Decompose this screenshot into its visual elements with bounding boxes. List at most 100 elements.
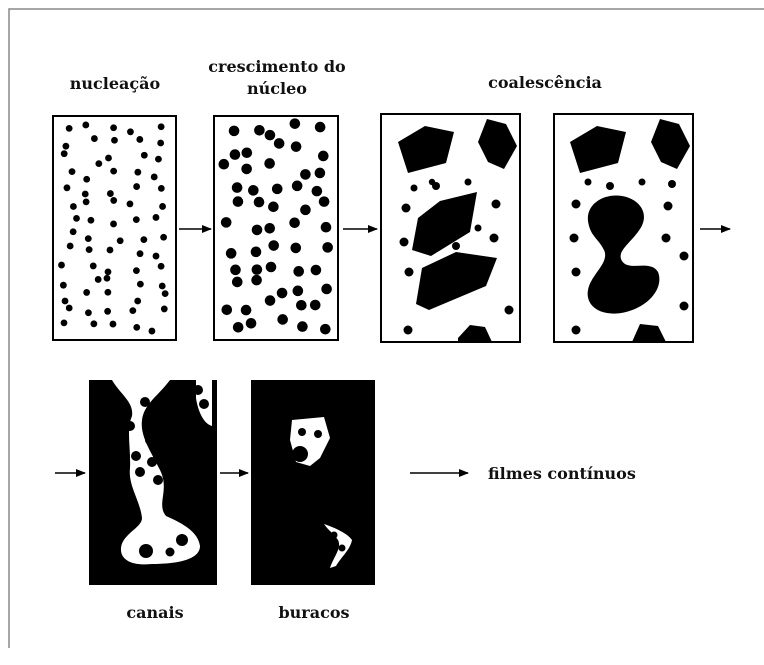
channels-panel [89,380,217,585]
particle-dot [292,446,308,462]
particle-dot [133,216,140,223]
particle-dot [475,225,482,232]
particle-dot [277,288,288,299]
particle-dot [70,203,77,210]
particle-dot [585,179,592,186]
particle-dot [199,399,209,409]
particle-dot [110,321,117,328]
particle-dot [680,302,689,311]
particle-dot [66,305,73,312]
particle-dot [252,264,263,275]
particle-dot [404,326,413,335]
particle-dot [61,319,68,326]
particle-dot [133,267,140,274]
particle-dot [64,184,71,191]
particle-dot [293,286,304,297]
particle-dot [149,328,156,335]
particle-dot [62,298,69,305]
particle-dot [242,147,253,158]
particle-dot [110,168,117,175]
particle-dot [136,136,143,143]
particle-dot [70,228,77,235]
particle-dot [153,475,163,485]
particle-dot [107,190,114,197]
particle-dot [251,247,262,258]
particle-dot [133,183,140,190]
particle-dot [606,182,614,190]
particle-dot [232,182,243,193]
particle-dot [292,181,303,192]
particle-dot [226,248,237,259]
particle-dot [105,155,112,162]
particle-dot [85,235,92,242]
particle-dot [159,283,166,290]
particle-dot [83,198,90,205]
particle-dot [61,150,68,157]
particle-dot [137,250,144,257]
particle-dot [155,156,162,163]
particle-dot [157,140,164,147]
particle-dot [158,263,165,270]
particle-dot [402,204,411,213]
particle-dot [321,222,332,233]
particle-dot [232,277,243,288]
particle-dot [314,430,322,438]
particle-dot [221,304,232,315]
particle-dot [158,123,165,130]
particle-dot [680,252,689,261]
particle-dot [159,203,166,210]
label-channels: canais [100,602,210,623]
particle-dot [95,160,102,167]
particle-dot [254,197,265,208]
particle-dot [176,534,188,546]
particle-dot [290,243,301,254]
particle-dot [490,234,499,243]
particle-dot [125,421,135,431]
particle-dot [161,306,168,313]
particle-dot [300,169,311,180]
particle-dot [141,152,148,159]
particle-dot [107,247,114,254]
particle-dot [137,281,144,288]
particle-dot [193,385,203,395]
particle-dot [429,179,435,185]
particle-dot [300,205,311,216]
particle-dot [266,262,277,273]
particle-dot [135,467,145,477]
particle-dot [88,217,95,224]
particle-dot [252,225,263,236]
particle-dot [251,275,262,286]
particle-dot [264,158,275,169]
particle-dot [147,457,157,467]
holes-panel [251,380,375,585]
particle-dot [321,284,332,295]
particle-dot [104,275,111,282]
particle-dot [572,326,581,335]
particle-dot [69,168,76,175]
particle-dot [291,141,302,152]
particle-dot [290,118,301,129]
particle-dot [110,221,117,228]
particle-dot [268,240,279,251]
particle-dot [639,179,646,186]
nucleation-panel [53,116,176,340]
particle-dot [82,191,89,198]
particle-dot [492,200,501,209]
label-holes: buracos [258,602,370,623]
particle-dot [452,242,460,250]
particle-dot [60,282,67,289]
particle-dot [153,214,160,221]
particle-dot [158,185,165,192]
particle-dot [265,130,276,141]
particle-dot [162,290,169,297]
particle-dot [104,289,111,296]
particle-dot [318,151,329,162]
particle-dot [268,202,279,213]
particle-dot [73,215,80,222]
particle-dot [298,428,306,436]
particle-dot [315,122,326,133]
particle-dot [110,124,117,131]
particle-dot [311,265,322,276]
particle-dot [248,185,259,196]
